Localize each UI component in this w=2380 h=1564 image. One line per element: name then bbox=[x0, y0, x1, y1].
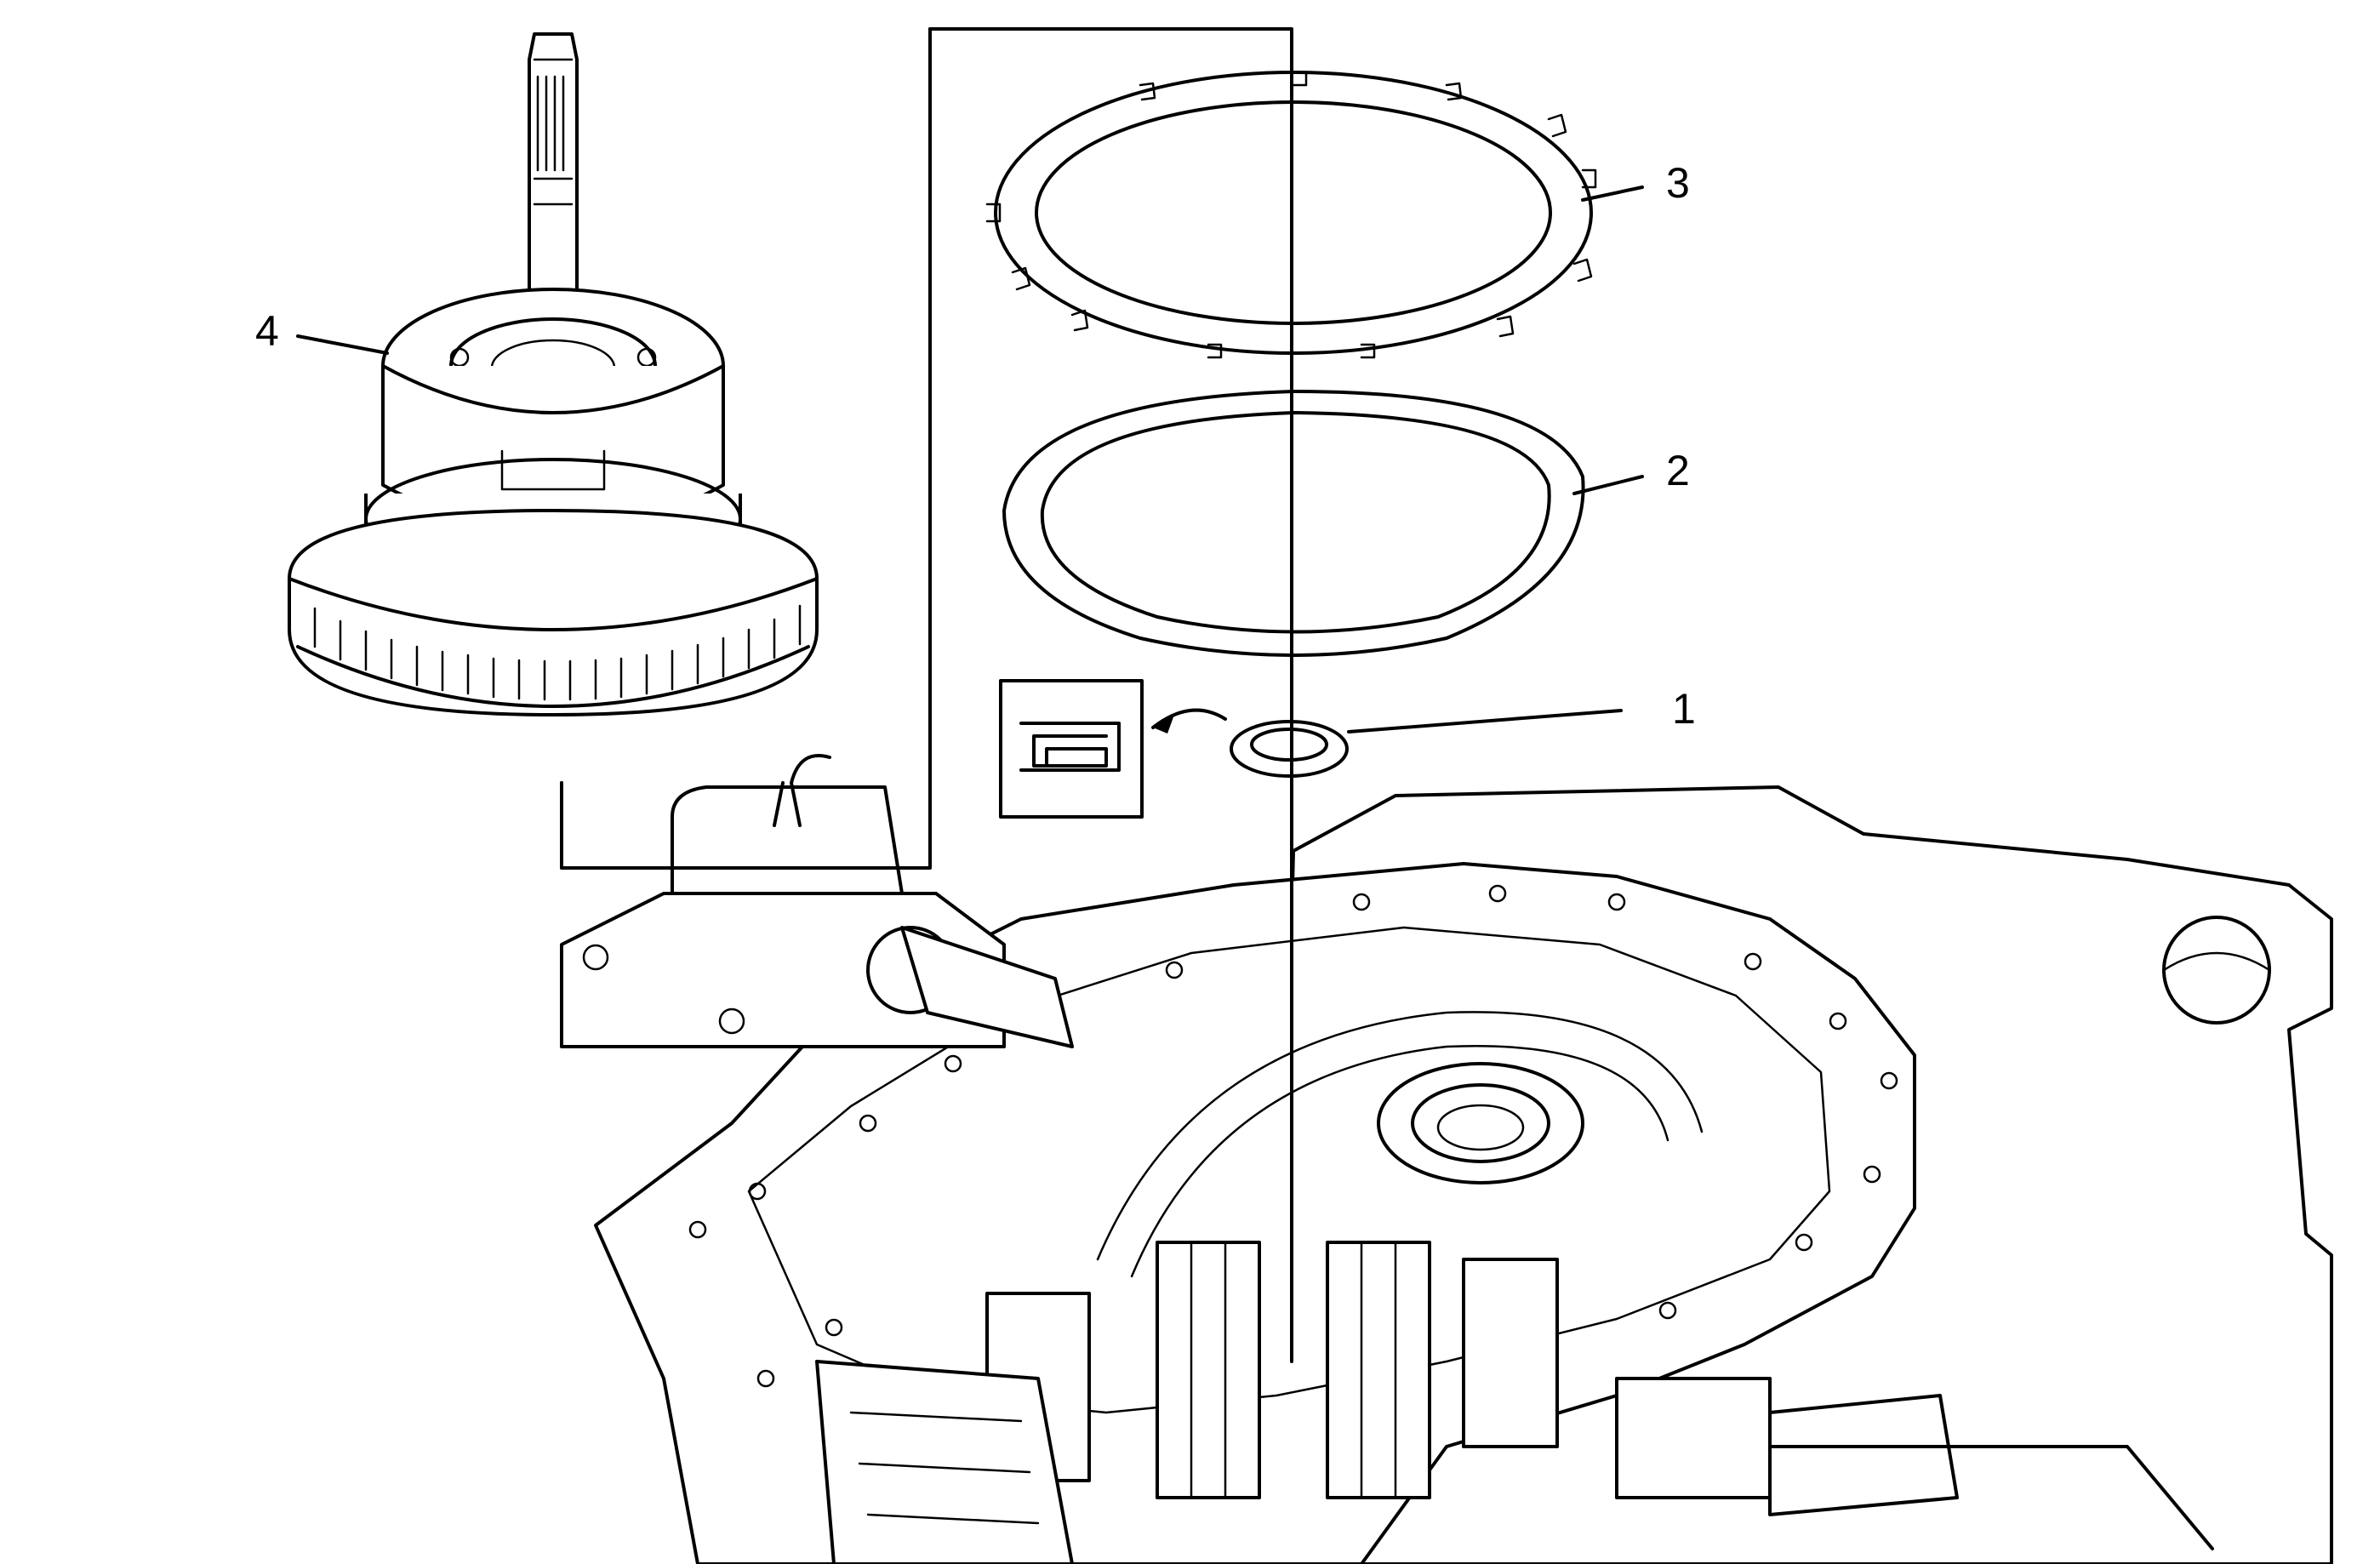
flange-bolt-holes bbox=[688, 884, 1898, 1388]
callout-3: 3 bbox=[1666, 159, 1690, 207]
callout-1: 1 bbox=[1672, 685, 1696, 733]
callout-2: 2 bbox=[1666, 447, 1690, 494]
item-3-clutch-plate bbox=[985, 71, 1597, 359]
item-2-wave-plate bbox=[1002, 390, 1585, 657]
callout-leaders bbox=[296, 186, 1644, 733]
seal-section-detail bbox=[999, 679, 1227, 819]
callout-4: 4 bbox=[255, 307, 279, 355]
transmission-case bbox=[560, 754, 2333, 1564]
item-4-clutch-drum bbox=[288, 32, 819, 870]
item-1-seal-ring bbox=[1230, 720, 1349, 778]
friction-pack-teeth bbox=[313, 604, 802, 701]
